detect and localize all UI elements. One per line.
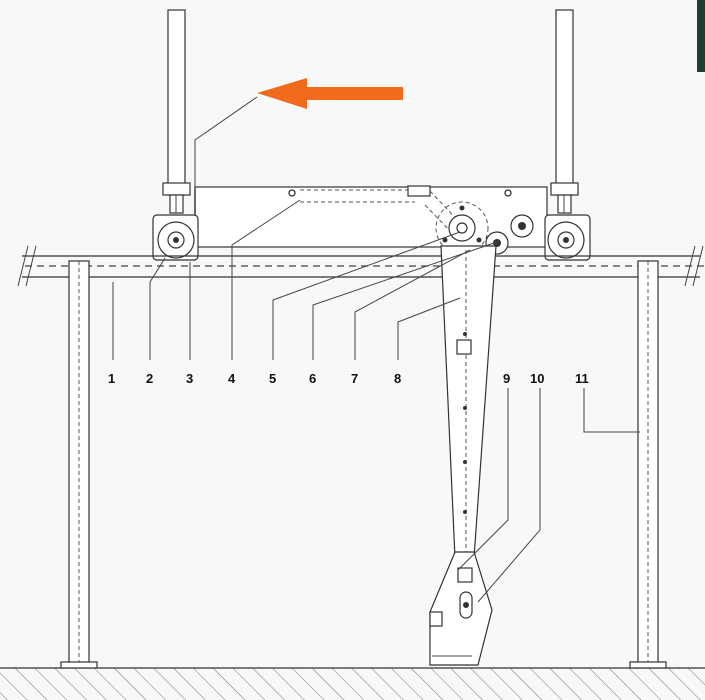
leader-lines: [112, 199, 640, 603]
label-part-5: 5: [269, 371, 276, 386]
ground-hatch: [0, 667, 705, 700]
drive-sprocket: [435, 201, 489, 255]
label-part-6: 6: [309, 371, 316, 386]
roller-upper: [510, 214, 534, 238]
wheel-right: [544, 214, 591, 261]
support-leg-left: [60, 260, 98, 669]
label-part-1: 1: [108, 371, 115, 386]
roller-lower: [485, 231, 509, 255]
label-part-3: 3: [186, 371, 193, 386]
direction-arrow: [257, 78, 403, 109]
left-post: [162, 9, 191, 214]
support-leg-right: [629, 260, 667, 669]
label-part-7: 7: [351, 371, 358, 386]
hanging-arm: [440, 245, 497, 559]
wheel-left: [152, 214, 199, 261]
rail-beam: [17, 245, 705, 287]
arrow-leader-line: [194, 96, 258, 190]
label-part-2: 2: [146, 371, 153, 386]
label-part-4: 4: [228, 371, 236, 386]
part-labels: 1 2 3 4 5 6 7 8 9 10 11: [108, 371, 589, 386]
label-part-10: 10: [530, 371, 544, 386]
label-part-11: 11: [575, 371, 589, 386]
right-post: [550, 9, 579, 214]
corner-block: [697, 0, 705, 72]
label-part-8: 8: [394, 371, 401, 386]
hook: [429, 551, 493, 666]
label-part-9: 9: [503, 371, 510, 386]
